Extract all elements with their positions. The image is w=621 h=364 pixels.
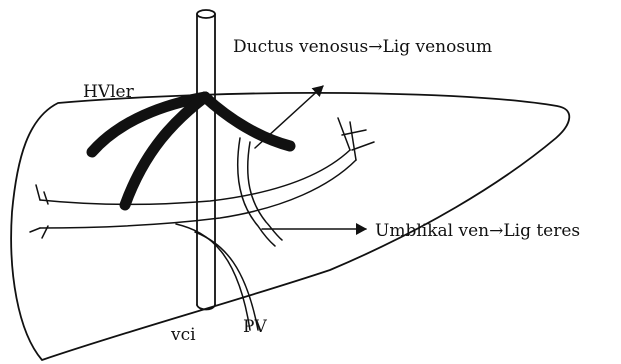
pv-trunk-line-2 [195, 232, 258, 330]
label-vci: vci [170, 325, 196, 345]
pv-left-end-fork [30, 185, 48, 238]
label-ductus-venosus: Ductus venosus→Lig venosum [233, 37, 492, 57]
vci-bottom-cap [197, 305, 215, 310]
label-pv: PV [243, 317, 267, 337]
label-umbilical-vein: Umblikal ven→Lig teres [375, 221, 580, 241]
vci-top-cap [197, 10, 215, 18]
pv-right-end-fork [338, 118, 374, 160]
hepatic-vein-right [205, 97, 290, 146]
ductus-venosus-arrow [255, 86, 323, 148]
vci-cylinder [197, 14, 215, 305]
pv-left-branch-lower [40, 160, 356, 228]
pv-left-branch-upper [40, 150, 350, 204]
umbilical-vein-line-1 [238, 138, 275, 246]
label-hepatic-veins: HVler [83, 82, 135, 102]
